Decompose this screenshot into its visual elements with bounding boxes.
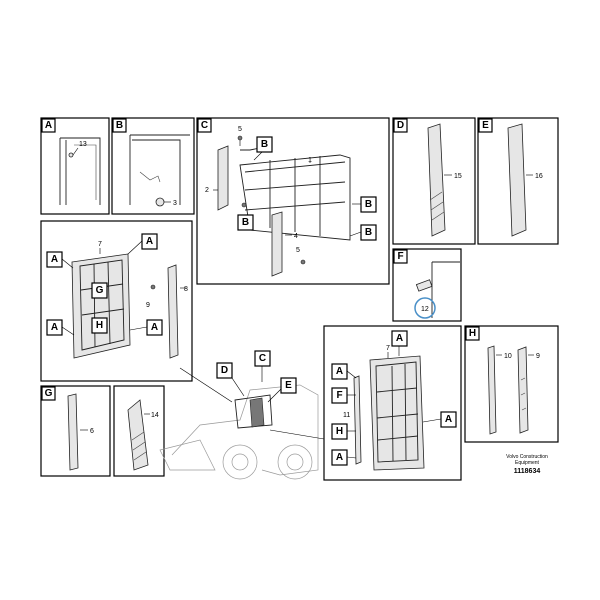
panel-d-label: D — [397, 120, 404, 131]
callout-2: 2 — [205, 187, 209, 194]
tag-h-r: H — [336, 426, 343, 437]
panel-left-detail: 7 8 9 A A G H A A — [40, 220, 193, 382]
tag-a-2: A — [51, 254, 58, 265]
highlight-ring — [414, 297, 436, 319]
panel-h: H 10 9 — [464, 325, 559, 443]
tag-a-r4: A — [445, 414, 452, 425]
tag-b-2: B — [242, 217, 249, 228]
caption-id: 1118634 — [514, 468, 541, 475]
tag-a-r1: A — [396, 333, 403, 344]
tag-d-center: D — [221, 365, 228, 376]
callout-5-bottom: 5 — [296, 247, 300, 254]
tag-a-3: A — [51, 322, 58, 333]
callout-5-top: 5 — [238, 126, 242, 133]
callout-14: 14 — [151, 412, 159, 419]
tag-f: F — [336, 390, 342, 401]
panel-b-label: B — [116, 120, 123, 131]
callout-4: 4 — [294, 233, 298, 240]
tag-b-1: B — [261, 139, 268, 150]
callout-15: 15 — [454, 173, 462, 180]
panel-right-detail: 7 11 A A F H A A — [323, 325, 462, 481]
panel-c: C 2 1 5 4 5 B B B B — [196, 117, 390, 285]
panel-a: A 13 — [40, 117, 110, 215]
panel-g: G 6 — [40, 385, 111, 477]
panel-c-label: C — [201, 120, 208, 131]
callout-7-right: 7 — [386, 345, 390, 352]
callout-16: 16 — [535, 173, 543, 180]
panel-h-label: H — [469, 328, 476, 339]
tag-c-center: C — [259, 353, 266, 364]
panel-b: B 3 — [111, 117, 195, 215]
panel-g-label: G — [45, 388, 53, 399]
callout-13: 13 — [79, 141, 87, 148]
tag-a-1: A — [146, 236, 153, 247]
callout-6: 6 — [90, 428, 94, 435]
panel-f-label: F — [397, 251, 403, 262]
tag-b-4: B — [365, 227, 372, 238]
callout-10: 10 — [504, 353, 512, 360]
caption-line-2: Equipment — [515, 460, 540, 466]
panel-d: D 15 — [392, 117, 476, 245]
caption-block: Volvo Construction Equipment 1118634 — [506, 454, 548, 475]
callout-11: 11 — [343, 412, 350, 419]
tag-e-center: E — [285, 380, 292, 391]
panel-a-label: A — [45, 120, 52, 131]
machine-illustration: C D E — [159, 350, 331, 480]
callout-3: 3 — [173, 200, 177, 207]
caption-line-1: Volvo Construction — [506, 454, 548, 460]
panel-f: F 12 — [392, 248, 462, 322]
panel-e: E 16 — [477, 117, 559, 245]
tag-a-r2: A — [336, 366, 343, 377]
tag-h: H — [96, 320, 103, 331]
tag-a-r3: A — [336, 452, 343, 463]
tag-a-4: A — [151, 322, 158, 333]
callout-1: 1 — [308, 157, 312, 164]
tag-g: G — [96, 285, 104, 296]
callout-12: 12 — [421, 306, 429, 313]
callout-8: 8 — [184, 286, 188, 293]
tag-b-3: B — [365, 199, 372, 210]
callout-9-right: 9 — [536, 353, 540, 360]
callout-9-left: 9 — [146, 302, 150, 309]
panel-e-label: E — [482, 120, 489, 131]
callout-7-left: 7 — [98, 241, 102, 248]
panel-small-14: 14 — [113, 385, 165, 477]
